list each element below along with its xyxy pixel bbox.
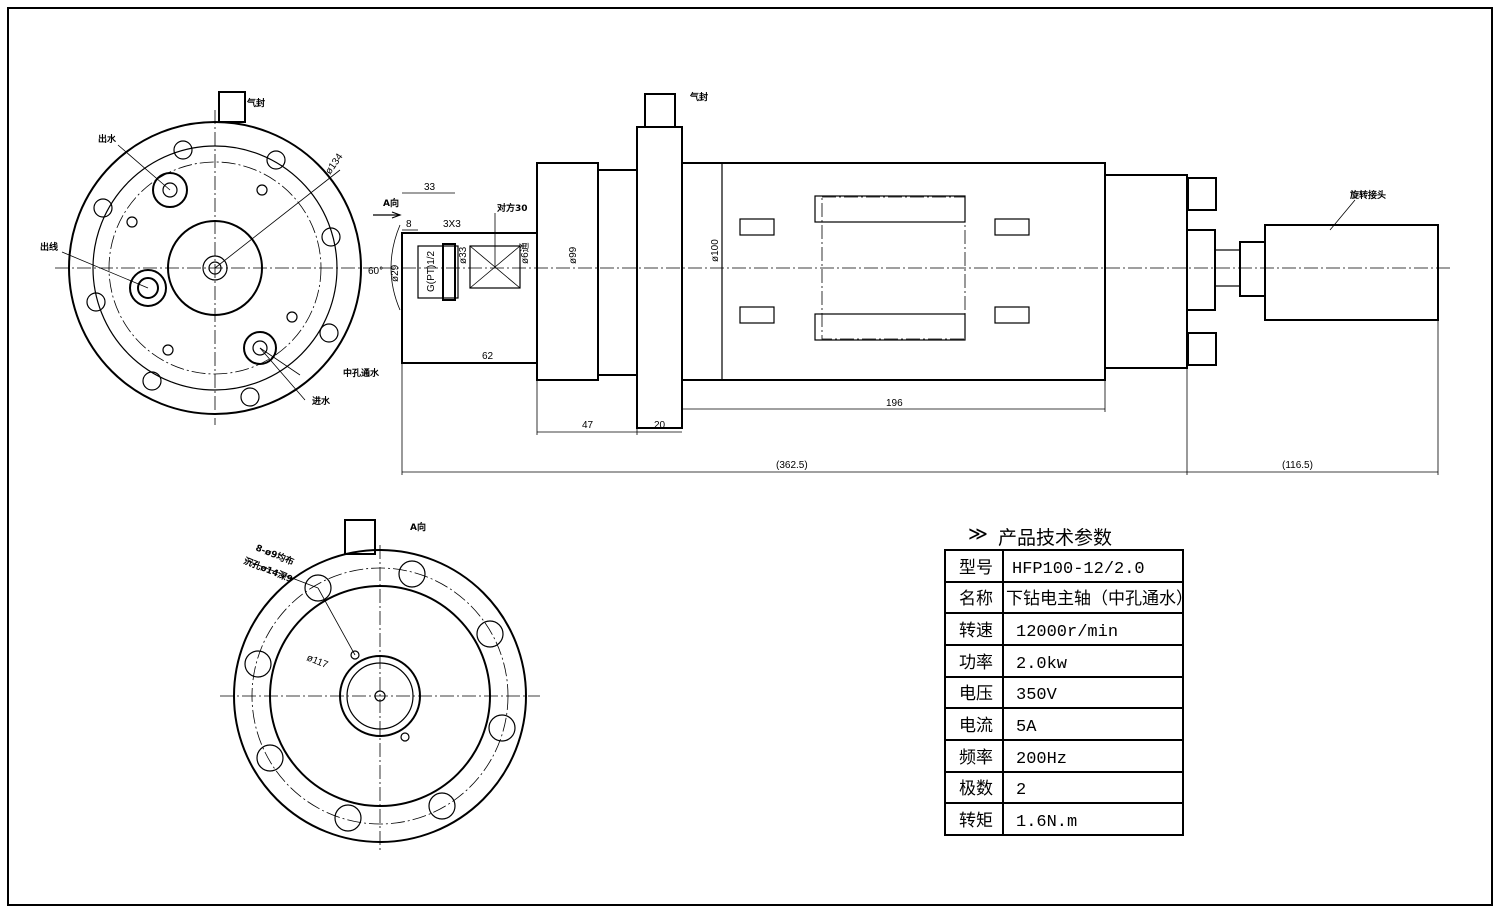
svg-text:200Hz: 200Hz xyxy=(1016,750,1067,769)
rear-end-view: 气封 出水 出线 中孔通水 进水 ø134 xyxy=(40,91,380,425)
spec-row: 名称下钻电主轴（中孔通水） xyxy=(959,589,1193,609)
dim-dia100: ø100 xyxy=(710,239,721,262)
svg-text:HFP100-12/2.0: HFP100-12/2.0 xyxy=(1012,560,1145,579)
dim-dia29: ø29 xyxy=(390,264,401,282)
drawing-frame xyxy=(7,7,1493,906)
spec-row: 电压 350V xyxy=(959,684,1058,705)
svg-text:电流: 电流 xyxy=(959,716,993,736)
spec-row: 频率 200Hz xyxy=(959,748,1067,769)
dim-62: 62 xyxy=(482,351,494,362)
rotary-joint-label: 旋转接头 xyxy=(1349,189,1386,201)
water-in-label: 进水 xyxy=(312,395,331,407)
dim-dia33: ø33 xyxy=(458,246,469,264)
thread-label: G(PT)1/2 xyxy=(426,250,437,292)
air-fitting-side xyxy=(644,93,676,128)
dim-20: 20 xyxy=(654,420,666,431)
air-seal-side-label: 气封 xyxy=(689,91,708,103)
a-direction-view-label: A向 xyxy=(410,521,426,533)
dim-dia99: ø99 xyxy=(568,246,579,264)
svg-text:2: 2 xyxy=(1016,781,1026,800)
dim-196: 196 xyxy=(886,398,903,409)
a-direction-label: A向 xyxy=(383,197,399,209)
dim-dia6: ø6通 xyxy=(519,242,531,264)
spec-table-title: 产品技术参数 xyxy=(998,527,1112,549)
double-chevron-down-icon: ≫ xyxy=(968,523,988,545)
svg-text:频率: 频率 xyxy=(959,748,993,768)
svg-text:1.6N.m: 1.6N.m xyxy=(1016,813,1077,832)
svg-text:350V: 350V xyxy=(1016,686,1058,705)
svg-text:12000r/min: 12000r/min xyxy=(1016,623,1118,642)
dim-33: 33 xyxy=(424,182,436,193)
spec-table: ≫ 产品技术参数 型号 HFP100-12/2.0 名称下钻电主轴（中孔通水） 转… xyxy=(944,523,1193,836)
dia-117-label: ø117 xyxy=(305,653,330,672)
spec-row: 极数 2 xyxy=(959,779,1026,800)
spec-row: 型号 HFP100-12/2.0 xyxy=(959,558,1145,579)
air-seal-label: 气封 xyxy=(246,97,265,109)
side-view: 旋转接头 气封 A向 60° G(PT)1/2 对方30 33 8 3X3 ø2… xyxy=(368,91,1450,475)
angle-label: 60° xyxy=(368,266,383,277)
svg-text:型号: 型号 xyxy=(959,558,993,578)
svg-text:5A: 5A xyxy=(1016,718,1037,737)
spec-row: 转矩 1.6N.m xyxy=(959,811,1077,832)
svg-text:极数: 极数 xyxy=(959,779,993,799)
across-flats-label: 对方30 xyxy=(497,202,528,214)
water-out-label: 出水 xyxy=(98,133,117,145)
svg-text:下钻电主轴（中孔通水）: 下钻电主轴（中孔通水） xyxy=(1006,589,1193,609)
spec-row: 功率 2.0kw xyxy=(959,653,1068,674)
svg-text:名称: 名称 xyxy=(959,589,993,609)
center-water-label: 中孔通水 xyxy=(343,367,380,379)
dim-47: 47 xyxy=(582,420,594,431)
svg-text:转速: 转速 xyxy=(959,621,993,641)
air-fitting xyxy=(218,91,246,123)
wire-out-label: 出线 xyxy=(40,241,58,253)
svg-text:功率: 功率 xyxy=(959,653,993,673)
dim-362-5: (362.5) xyxy=(776,460,808,471)
dia-134-label: ø134 xyxy=(323,151,345,176)
svg-text:2.0kw: 2.0kw xyxy=(1016,655,1068,674)
dim-8: 8 xyxy=(406,219,412,230)
spec-row: 转速 12000r/min xyxy=(959,621,1118,642)
dim-3x3: 3X3 xyxy=(443,219,461,230)
svg-text:转矩: 转矩 xyxy=(959,811,993,831)
spec-row: 电流 5A xyxy=(959,716,1037,737)
dim-116-5: (116.5) xyxy=(1282,460,1313,471)
a-direction-view: A向 8-ø9均布 沉孔ø14深9 ø117 xyxy=(220,519,540,850)
svg-text:电压: 电压 xyxy=(959,684,993,704)
